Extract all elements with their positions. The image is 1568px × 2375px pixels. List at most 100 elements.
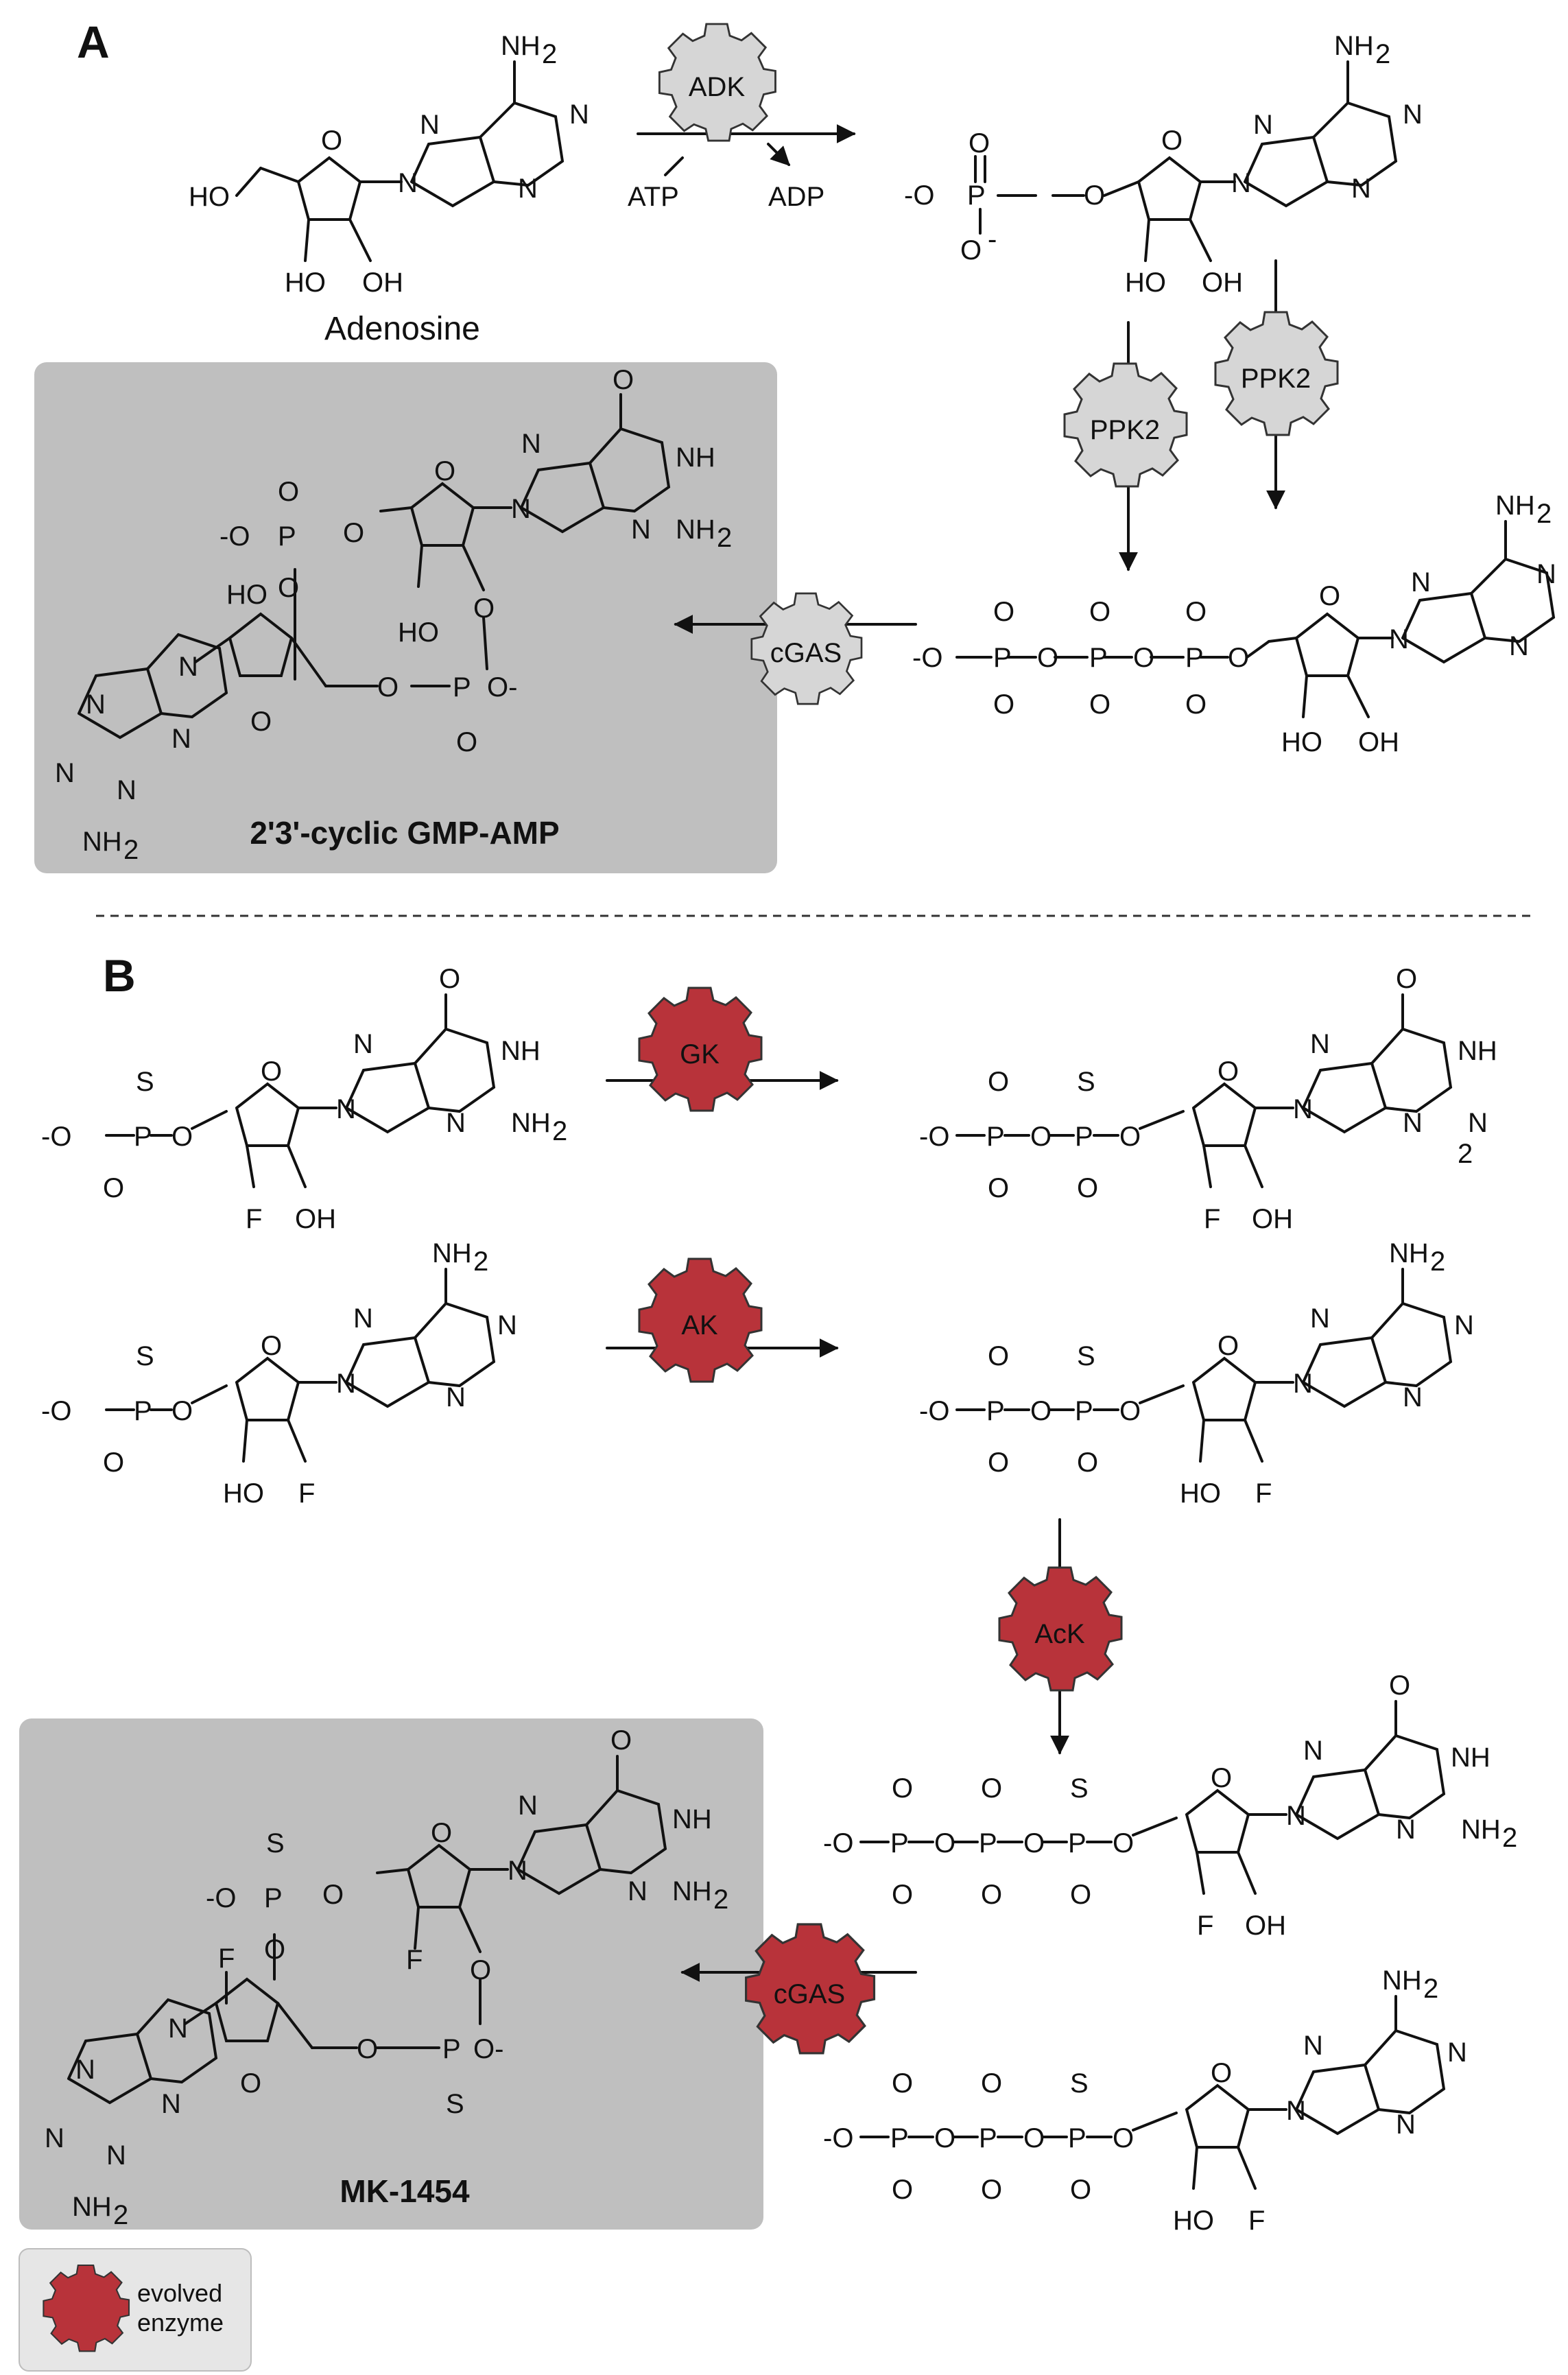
- svg-text:O: O: [1217, 1056, 1239, 1087]
- svg-text:N: N: [1389, 624, 1409, 654]
- svg-text:OH: OH: [1245, 1911, 1286, 1941]
- panel-b-letter: B: [103, 950, 136, 1001]
- svg-text:NH: NH: [1458, 1036, 1497, 1066]
- svg-text:N: N: [117, 775, 136, 805]
- svg-text:2: 2: [1458, 1139, 1473, 1169]
- svg-text:O: O: [470, 1955, 491, 1985]
- svg-text:2: 2: [1502, 1823, 1517, 1853]
- svg-text:NH: NH: [1495, 491, 1535, 521]
- svg-text:O: O: [981, 1773, 1002, 1804]
- svg-text:O: O: [1084, 180, 1105, 211]
- svg-text:O: O: [610, 1725, 632, 1756]
- svg-text:2: 2: [1423, 1974, 1438, 2004]
- svg-text:N: N: [1351, 174, 1371, 204]
- cgas-a-label: cGAS: [770, 638, 842, 668]
- svg-text:NH: NH: [432, 1238, 472, 1268]
- ack-step: AcK: [998, 1518, 1123, 1755]
- svg-text:N: N: [518, 1791, 538, 1821]
- svg-text:P: P: [1068, 2123, 1086, 2153]
- adenosine-label: Adenosine: [324, 311, 480, 347]
- svg-text:O: O: [981, 1880, 1002, 1910]
- svg-text:2: 2: [473, 1246, 488, 1277]
- svg-text:P: P: [1075, 1396, 1093, 1426]
- svg-text:O: O: [892, 2068, 913, 2099]
- svg-text:O: O: [1396, 964, 1417, 994]
- svg-text:N: N: [1447, 2037, 1467, 2068]
- svg-text:HO: HO: [189, 182, 230, 212]
- svg-text:O: O: [988, 1448, 1009, 1478]
- svg-text:S: S: [1077, 1341, 1095, 1371]
- svg-text:-O: -O: [919, 1122, 949, 1152]
- svg-text:NH: NH: [1461, 1815, 1501, 1845]
- svg-text:N: N: [631, 515, 651, 545]
- product-box-b: [19, 1718, 763, 2230]
- svg-text:NH: NH: [1389, 1238, 1429, 1268]
- gk-step: GK: [606, 986, 839, 1112]
- svg-text:2: 2: [713, 1884, 728, 1915]
- svg-text:O: O: [261, 1056, 282, 1087]
- svg-text:N: N: [569, 99, 589, 130]
- svg-text:O-: O-: [487, 672, 517, 702]
- fgtp-structure: -O P O O O P O O O P S O O O F OH N N O …: [823, 1670, 1517, 1941]
- svg-text:N: N: [75, 2055, 95, 2085]
- svg-text:2: 2: [1375, 39, 1390, 69]
- svg-text:N: N: [1396, 1815, 1416, 1845]
- atp-structure: -O P O P O P O O O O O O O O HO OH N N N…: [912, 491, 1556, 757]
- svg-text:F: F: [1204, 1204, 1220, 1234]
- svg-text:O: O: [993, 689, 1014, 720]
- svg-text:F: F: [1248, 2206, 1265, 2236]
- svg-text:N: N: [1253, 110, 1273, 140]
- svg-text:NH: NH: [672, 1804, 712, 1834]
- svg-text:P: P: [1075, 1122, 1093, 1152]
- svg-text:N: N: [446, 1382, 466, 1413]
- svg-text:O: O: [434, 456, 455, 486]
- svg-text:-O: -O: [912, 643, 942, 673]
- svg-text:N: N: [511, 494, 531, 524]
- svg-text:N: N: [398, 168, 418, 198]
- svg-text:O: O: [1030, 1396, 1052, 1426]
- svg-text:N: N: [628, 1876, 648, 1906]
- svg-text:N: N: [1286, 2096, 1306, 2126]
- svg-text:O: O: [456, 727, 477, 757]
- svg-text:N: N: [420, 110, 440, 140]
- svg-text:O: O: [613, 365, 634, 395]
- atp-label: ATP: [628, 182, 679, 212]
- svg-text:S: S: [136, 1067, 154, 1097]
- svg-text:O: O: [993, 597, 1014, 627]
- svg-text:HO: HO: [1180, 1478, 1221, 1509]
- svg-text:S: S: [1070, 1773, 1089, 1804]
- svg-text:O: O: [960, 235, 982, 265]
- adp-label: ADP: [768, 182, 824, 212]
- svg-text:N: N: [353, 1303, 373, 1334]
- cgamp-title: 2'3'-cyclic GMP-AMP: [250, 815, 559, 851]
- svg-text:O: O: [1389, 1670, 1410, 1701]
- fampS-structure: -O P S O O O HO F N N NH 2 N N: [41, 1238, 517, 1509]
- svg-text:P: P: [979, 2123, 997, 2153]
- svg-text:N: N: [1396, 2110, 1416, 2140]
- svg-text:N: N: [1231, 168, 1251, 198]
- svg-text:F: F: [246, 1204, 262, 1234]
- svg-text:OH: OH: [1202, 268, 1243, 298]
- svg-text:N: N: [1310, 1029, 1330, 1059]
- svg-text:NH: NH: [501, 1036, 541, 1066]
- svg-text:P: P: [264, 1883, 283, 1913]
- ak-step: AK: [606, 1257, 839, 1383]
- svg-text:O: O: [322, 1880, 344, 1910]
- svg-text:P: P: [134, 1122, 152, 1152]
- svg-text:N: N: [178, 652, 198, 682]
- svg-text:O: O: [969, 128, 990, 158]
- svg-text:S: S: [136, 1341, 154, 1371]
- svg-text:O: O: [1211, 2058, 1232, 2088]
- legend-line2: enzyme: [137, 2308, 224, 2337]
- amp-structure: -O P O O - O O HO OH N N NH 2 N N: [904, 31, 1423, 298]
- adk-step: ADK ATP ADP: [628, 23, 856, 212]
- svg-text:O: O: [1217, 1331, 1239, 1361]
- svg-text:N: N: [45, 2123, 64, 2153]
- svg-text:O: O: [981, 2175, 1002, 2205]
- svg-text:N: N: [86, 689, 106, 720]
- ppk2-step: PPK2 PPK2: [1063, 259, 1339, 571]
- svg-text:O: O: [439, 964, 460, 994]
- svg-text:N: N: [508, 1856, 527, 1886]
- svg-text:N: N: [1509, 631, 1529, 661]
